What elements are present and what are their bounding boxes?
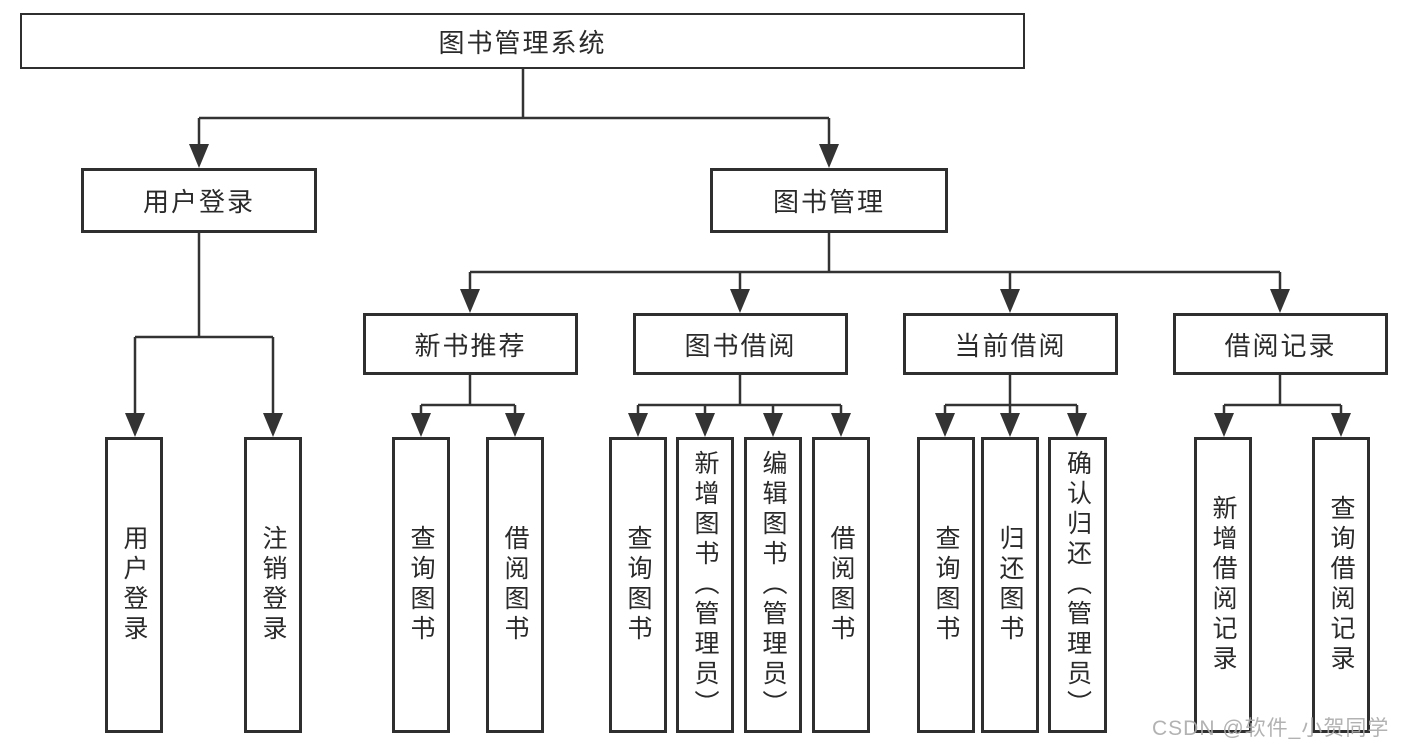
arrowhead	[411, 413, 431, 437]
leaf-edit-book-admin: 编辑图书（管理员）	[744, 437, 802, 733]
arrowhead	[1000, 413, 1020, 437]
arrowhead	[819, 144, 839, 168]
leaf-borrow-books: 借阅图书	[812, 437, 870, 733]
arrowhead	[505, 413, 525, 437]
node-user-login: 用户登录	[81, 168, 317, 233]
leaf-user-login: 用户登录	[105, 437, 163, 733]
arrowhead	[730, 289, 750, 313]
node-book-borrowing: 图书借阅	[633, 313, 848, 375]
leaf-confirm-return-admin: 确认归还（管理员）	[1048, 437, 1107, 733]
leaf-logout: 注销登录	[244, 437, 302, 733]
arrowhead	[189, 144, 209, 168]
connector-borrow-records-to-leaves	[1214, 375, 1351, 437]
connector-new-book-to-leaves	[411, 375, 525, 437]
arrowhead	[695, 413, 715, 437]
leaf-borrow-books-recommend: 借阅图书	[486, 437, 544, 733]
connector-user-login-to-leaves	[125, 233, 283, 437]
node-borrowing-records: 借阅记录	[1173, 313, 1388, 375]
leaf-add-book-admin: 新增图书（管理员）	[676, 437, 734, 733]
connector-current-borrow-to-leaves	[935, 375, 1087, 437]
arrowhead	[763, 413, 783, 437]
leaf-query-books-current: 查询图书	[917, 437, 975, 733]
arrowhead	[831, 413, 851, 437]
leaf-query-books-borrow: 查询图书	[609, 437, 667, 733]
node-book-management: 图书管理	[710, 168, 948, 233]
leaf-add-borrow-record: 新增借阅记录	[1194, 437, 1252, 733]
arrowhead	[263, 413, 283, 437]
connector-book-management-to-level3	[460, 233, 1290, 313]
arrowhead	[1270, 289, 1290, 313]
csdn-watermark: CSDN @软件_小贺同学	[1152, 717, 1390, 740]
arrowhead	[1331, 413, 1351, 437]
connector-book-borrow-to-leaves	[628, 375, 851, 437]
arrowhead	[1067, 413, 1087, 437]
connector-root-to-level2	[189, 69, 839, 168]
arrowhead	[1214, 413, 1234, 437]
leaf-query-books-recommend: 查询图书	[392, 437, 450, 733]
node-current-borrowing: 当前借阅	[903, 313, 1118, 375]
node-new-book-recommendation: 新书推荐	[363, 313, 578, 375]
leaf-query-borrow-record: 查询借阅记录	[1312, 437, 1370, 733]
arrowhead	[1000, 289, 1020, 313]
arrowhead	[628, 413, 648, 437]
arrowhead	[125, 413, 145, 437]
leaf-return-books: 归还图书	[981, 437, 1039, 733]
arrowhead	[935, 413, 955, 437]
node-root-system: 图书管理系统	[20, 13, 1025, 69]
arrowhead	[460, 289, 480, 313]
